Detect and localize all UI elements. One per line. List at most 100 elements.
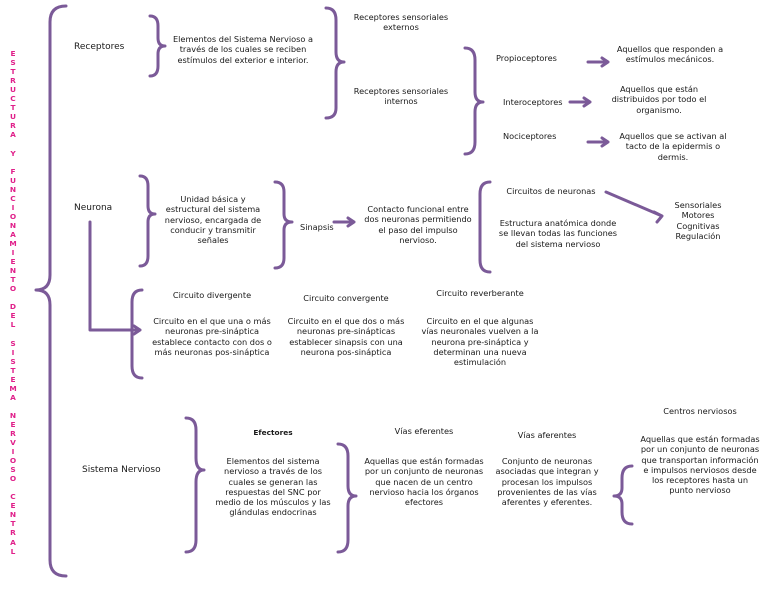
divergente-desc: Circuito en el que una o más neuronas pr… <box>152 316 272 357</box>
internos-bracket <box>463 46 485 156</box>
vertical-title-letter: A <box>10 537 16 547</box>
vertical-title-letter: C <box>10 94 16 104</box>
vertical-title-letter: N <box>9 510 17 520</box>
sinapsis-bracket <box>273 180 294 270</box>
sinapsis-desc: Contacto funcional entre dos neuronas pe… <box>364 204 472 245</box>
vertical-title-letter: R <box>10 76 16 86</box>
efectores-desc: Elementos del sistema nervioso a través … <box>215 456 331 518</box>
sistema-bracket <box>184 416 206 554</box>
arrow-sinapsis <box>332 216 356 228</box>
vertical-title-letter: M <box>9 383 17 393</box>
circuitos-tipos-bracket <box>130 288 144 380</box>
vertical-title-letter: L <box>10 320 16 330</box>
vertical-title-letter: R <box>10 428 16 438</box>
vertical-title-letter: Y <box>10 148 16 158</box>
receptores-desc: Elementos del Sistema Nervioso a través … <box>172 34 314 65</box>
vertical-title-letter: L <box>10 546 16 556</box>
arrow-intero <box>568 96 592 108</box>
vertical-title-letter: E <box>10 257 16 267</box>
vertical-title-letter: S <box>10 356 16 366</box>
vertical-title-letter: R <box>10 528 16 538</box>
arrow-neurona-down <box>88 220 142 336</box>
arrow-noci <box>586 136 610 148</box>
reverberante-desc: Circuito en el que algunas vías neuronal… <box>421 316 539 368</box>
vertical-title-letter: M <box>9 238 17 248</box>
propioceptores-label: Propioceptores <box>496 53 557 63</box>
vertical-title-letter <box>12 140 15 147</box>
main-bracket <box>34 4 68 578</box>
receptores-internos: Receptores sensoriales internos <box>353 86 449 107</box>
vertical-title-letter: E <box>10 49 16 58</box>
vertical-title-letter: A <box>10 229 16 239</box>
convergente-title: Circuito convergente <box>303 293 389 303</box>
vertical-title-letter: C <box>10 193 16 203</box>
sinapsis-label: Sinapsis <box>300 222 334 232</box>
efectores-title: Efectores <box>253 428 293 437</box>
vias-aferentes-title: Vías aferentes <box>517 430 577 440</box>
centros-nerviosos-desc: Aquellas que están formadas por un conju… <box>640 434 760 496</box>
vertical-title-letter: T <box>10 519 16 529</box>
receptores-label: Receptores <box>74 42 125 52</box>
vertical-title-letter: D <box>9 302 17 312</box>
vertical-title-letter: F <box>10 166 16 176</box>
circuitos-desc: Estructura anatómica donde se llevan tod… <box>498 218 618 249</box>
vertical-title-letter: I <box>11 202 15 212</box>
interoceptores-label: Interoceptores <box>503 97 563 107</box>
centros-nerviosos-title: Centros nerviosos <box>663 406 737 416</box>
vertical-title-letter: N <box>9 220 17 230</box>
vertical-title-letter: I <box>11 248 15 258</box>
nociceptores-desc: Aquellos que se activan al tacto de la e… <box>619 131 727 162</box>
vertical-title-letter: T <box>10 103 16 113</box>
vertical-title-letter <box>12 484 15 491</box>
vertical-title-letter: U <box>9 85 16 95</box>
circuitos-title: Circuitos de neuronas <box>506 186 596 196</box>
vertical-title-letter <box>12 159 15 166</box>
arrow-tipos <box>604 190 664 224</box>
vertical-title-letter: E <box>10 501 16 511</box>
vertical-title-letter: O <box>9 284 17 294</box>
vertical-title-letter <box>12 330 15 337</box>
vertical-title-letter <box>12 294 15 301</box>
nociceptores-label: Nociceptores <box>503 131 557 141</box>
vertical-title-letter <box>12 403 15 410</box>
neurona-label: Neurona <box>74 203 113 213</box>
efectores-bracket <box>336 442 358 554</box>
receptores-tipos-bracket <box>324 6 346 120</box>
vertical-title-letter: E <box>10 374 16 384</box>
neurona-desc: Unidad básica y estructural del sistema … <box>164 194 262 246</box>
vertical-title-letter: S <box>10 58 16 68</box>
centros-bracket <box>612 464 634 526</box>
vertical-title-letter: O <box>9 474 17 484</box>
vertical-title-letter: O <box>9 211 17 221</box>
vias-eferentes-desc: Aquellas que están formadas por un conju… <box>364 456 484 508</box>
vertical-title-letter: N <box>9 266 17 276</box>
vertical-title-letter: T <box>10 275 16 285</box>
propioceptores-desc: Aquellos que responden a estímulos mecán… <box>616 44 724 65</box>
sistema-label: Sistema Nervioso <box>82 465 161 475</box>
vertical-title-letter: I <box>11 347 15 357</box>
vertical-title-letter: U <box>9 175 16 185</box>
vertical-title-letter: S <box>10 338 16 348</box>
vertical-title-letter: S <box>10 465 16 475</box>
divergente-title: Circuito divergente <box>172 290 252 300</box>
vertical-title-letter: E <box>10 419 16 429</box>
vertical-title-letter: V <box>10 438 16 448</box>
receptores-bracket <box>148 14 167 78</box>
arrow-propio <box>586 56 610 68</box>
vertical-title-letter: R <box>10 121 16 131</box>
vertical-title-letter: U <box>9 112 16 122</box>
vertical-title-letter: C <box>10 492 16 502</box>
vertical-title-letter: N <box>9 184 17 194</box>
vertical-title-letter: O <box>9 456 17 466</box>
vertical-title-letter: N <box>9 410 17 420</box>
convergente-desc: Circuito en el que dos o más neuronas pr… <box>287 316 405 357</box>
interoceptores-desc: Aquellos que están distribuidos por todo… <box>611 84 707 115</box>
vertical-title-letter: I <box>11 447 15 457</box>
vertical-title-letter: E <box>10 311 16 321</box>
circuitos-bracket <box>478 180 492 274</box>
tipos-neuronas: Sensoriales Motores Cognitivas Regulació… <box>674 200 722 241</box>
vertical-title-letter: T <box>10 67 16 77</box>
vias-aferentes-desc: Conjunto de neuronas asociadas que integ… <box>495 456 599 508</box>
